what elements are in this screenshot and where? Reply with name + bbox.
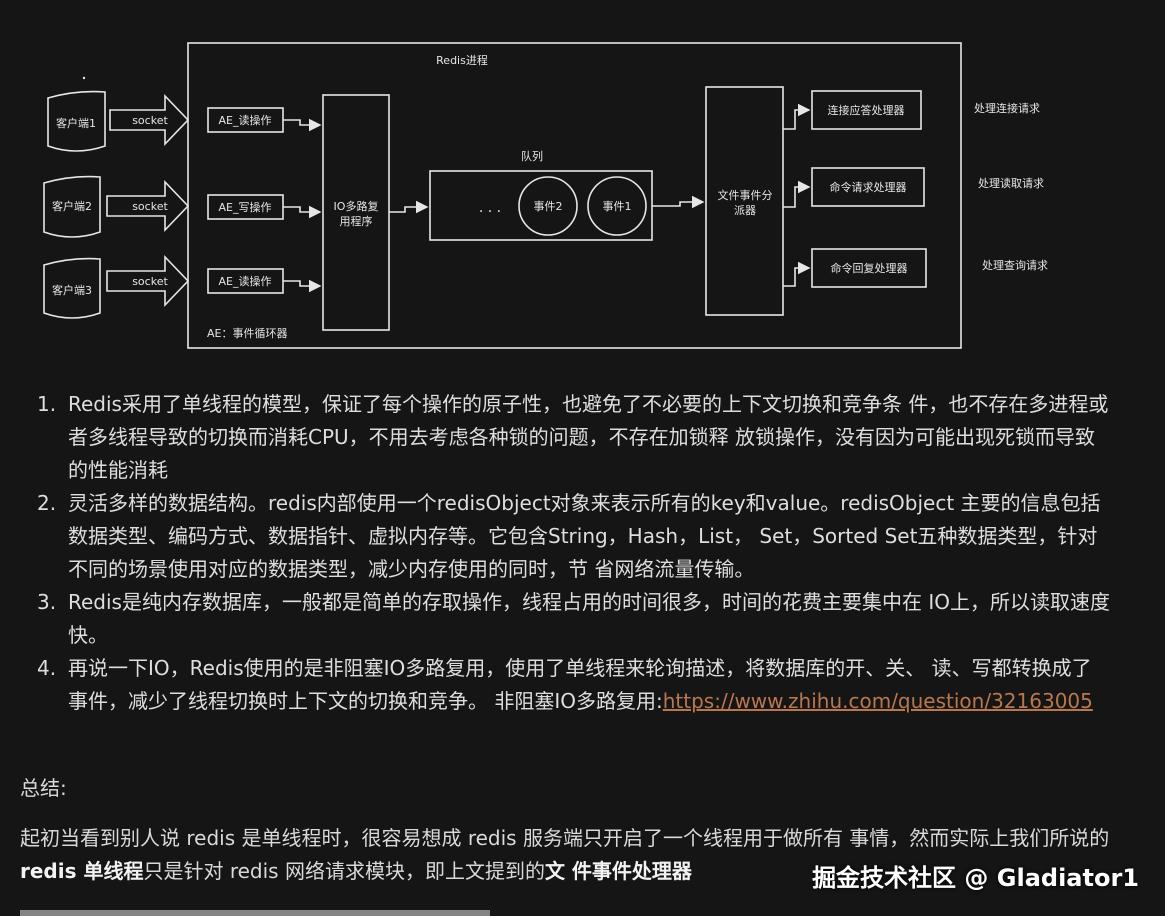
- features-list: 1. Redis采用了单线程的模型，保证了每个操作的原子性，也避免了不必要的上下…: [0, 388, 1165, 718]
- client-shape-2: [43, 175, 101, 238]
- handler-box-1: [811, 90, 922, 130]
- dispatcher-label-line2: 派器: [734, 204, 756, 217]
- summary-bold-1: redis 单线程: [20, 859, 144, 883]
- socket-label-3: socket: [132, 275, 168, 288]
- io-multiplexer-label-line1: IO多路复: [334, 199, 379, 213]
- event-2-label: 事件2: [534, 200, 563, 213]
- event-1-circle: [587, 176, 647, 236]
- handler-label-2: 命令请求处理器: [830, 180, 907, 194]
- list-text: 再说一下IO，Redis使用的是非阻塞IO多路复用，使用了单线程来轮询描述，将数…: [68, 656, 1092, 713]
- list-text: Redis采用了单线程的模型，保证了每个操作的原子性，也避免了不必要的上下文切换…: [68, 392, 1109, 482]
- list-number: 3.: [37, 590, 57, 614]
- summary-title: 总结:: [20, 776, 67, 800]
- handler-label-3: 命令回复处理器: [831, 261, 908, 275]
- client-shape-1: [47, 90, 106, 152]
- list-number: 4.: [37, 656, 57, 680]
- client-shape-3: [43, 257, 101, 319]
- summary-bold-2: 文 件事件处理器: [544, 859, 692, 883]
- handler-box-3: [811, 248, 927, 288]
- socket-arrow-1: [109, 94, 190, 146]
- watermark: 掘金技术社区 @ Gladiator1: [812, 864, 1139, 892]
- list-item: 4. 再说一下IO，Redis使用的是非阻塞IO多路复用，使用了单线程来轮询描述…: [0, 652, 1165, 718]
- socket-label-1: socket: [132, 114, 168, 127]
- handler-box-2: [811, 167, 925, 207]
- list-item: 1. Redis采用了单线程的模型，保证了每个操作的原子性，也避免了不必要的上下…: [0, 388, 1165, 487]
- socket-arrow-2: [106, 180, 190, 232]
- summary-text-1: 起初当看到别人说 redis 是单线程时，很容易想成 redis 服务端只开启了…: [20, 826, 1110, 850]
- list-number: 1.: [37, 392, 57, 416]
- client-label-1: 客户端1: [56, 116, 96, 130]
- diagram-svg: Redis进程 客户端1 客户端2 客户端3 socket socket soc…: [43, 42, 1048, 349]
- summary-paragraph: 起初当看到别人说 redis 是单线程时，很容易想成 redis 服务端只开启了…: [20, 822, 1110, 888]
- list-item: 2. 灵活多样的数据结构。redis内部使用一个redisObject对象来表示…: [0, 487, 1165, 586]
- outcome-label-1: 处理连接请求: [974, 102, 1040, 115]
- client-label-3: 客户端3: [52, 283, 92, 297]
- queue-dots: . . .: [479, 200, 501, 216]
- socket-arrow-3: [106, 255, 190, 307]
- outcome-label-3: 处理查询请求: [982, 258, 1048, 272]
- diagram-title: Redis进程: [436, 54, 488, 67]
- zhihu-link[interactable]: https://www.zhihu.com/question/32163005: [662, 689, 1093, 713]
- outcome-label-2: 处理读取请求: [978, 176, 1044, 190]
- list-number: 2.: [37, 491, 57, 515]
- socket-label-2: socket: [132, 200, 168, 213]
- redis-process-box: [187, 42, 962, 349]
- list-text: Redis是纯内存数据库，一般都是简单的存取操作，线程占用的时间很多，时间的花费…: [68, 590, 1110, 647]
- cut-off-text-line: [20, 904, 490, 916]
- event-1-label: 事件1: [603, 200, 632, 213]
- io-multiplexer-label-line2: 用程序: [340, 214, 373, 228]
- summary-text-2: 只是针对 redis 网络请求模块，即上文提到的: [143, 859, 545, 883]
- ae-op-label-3: AE_读操作: [219, 274, 272, 288]
- dispatcher-label-line1: 文件事件分: [718, 188, 773, 202]
- queue-label: 队列: [521, 149, 543, 163]
- client-label-2: 客户端2: [52, 199, 92, 213]
- dispatcher-box: [705, 86, 784, 316]
- list-text: 灵活多样的数据结构。redis内部使用一个redisObject对象来表示所有的…: [68, 491, 1101, 581]
- handler-label-1: 连接应答处理器: [828, 103, 905, 117]
- ae-op-label-2: AE_写操作: [219, 200, 272, 214]
- redis-architecture-diagram: Redis进程 客户端1 客户端2 客户端3 socket socket soc…: [0, 0, 1165, 375]
- event-loop-label: AE：事件循环器: [207, 327, 287, 340]
- event-2-circle: [518, 176, 578, 236]
- list-item: 3. Redis是纯内存数据库，一般都是简单的存取操作，线程占用的时间很多，时间…: [0, 586, 1165, 652]
- ae-op-label-1: AE_读操作: [219, 113, 272, 127]
